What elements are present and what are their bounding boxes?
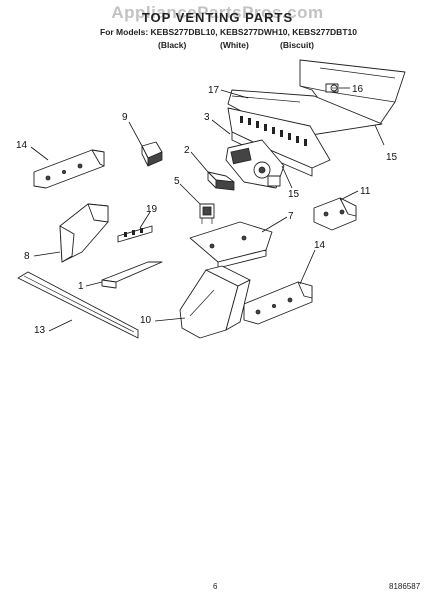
part-7-duct-tray[interactable] — [189, 221, 273, 269]
callout-9: 8 — [24, 251, 30, 262]
part-13-trim-strip[interactable] — [17, 271, 139, 339]
page-number: 6 — [213, 582, 218, 591]
leader-lines — [30, 87, 385, 332]
callout-5: 5 — [174, 176, 180, 187]
callout-15: 15 — [288, 189, 300, 200]
variant-white: (White) — [220, 40, 249, 50]
callout-10: 10 — [140, 315, 152, 326]
callout-19: 19 — [146, 204, 158, 215]
part-14-left-bracket[interactable] — [33, 149, 105, 189]
part-10-vent-hood[interactable] — [179, 265, 251, 339]
variant-black: (Black) — [158, 40, 187, 50]
callout-numbers: 17 16 15 3 9 14 2 5 15 11 19 7 8 14 1 10… — [16, 84, 398, 336]
part-8-relay[interactable] — [141, 141, 163, 167]
callout-18: 17 — [208, 85, 220, 96]
callout-3: 3 — [204, 112, 210, 123]
diagram-title: TOP VENTING PARTS — [141, 10, 294, 25]
watermark: AppliancePartsPros.com — [111, 3, 324, 22]
callout-14-left: 14 — [16, 140, 28, 151]
callout-2: 2 — [184, 145, 190, 156]
part-19-terminal-strip[interactable] — [117, 225, 153, 243]
callout-14-right: 14 — [314, 240, 326, 251]
callout-16: 15 — [386, 152, 398, 163]
part-15-blower-motor[interactable] — [225, 139, 285, 189]
part-5-switch[interactable] — [199, 203, 215, 224]
part-2-connector[interactable] — [207, 171, 235, 191]
model-list: For Models: KEBS277DBL10, KEBS277DWH10, … — [100, 27, 357, 37]
document-number: 8186587 — [389, 582, 421, 591]
part-14-right-bracket[interactable] — [243, 281, 313, 325]
callout-8: 9 — [122, 112, 128, 123]
callout-11: 11 — [360, 186, 371, 197]
part-9-duct[interactable] — [59, 203, 109, 263]
variant-biscuit: (Biscuit) — [280, 40, 314, 50]
callout-1: 1 — [78, 281, 84, 292]
callout-7: 7 — [288, 211, 294, 222]
callout-13: 13 — [34, 325, 46, 336]
part-11-small-bracket[interactable] — [313, 197, 357, 231]
part-17-screw[interactable] — [330, 84, 338, 92]
callout-17: 16 — [352, 84, 364, 95]
part-1-filter[interactable] — [101, 261, 163, 289]
